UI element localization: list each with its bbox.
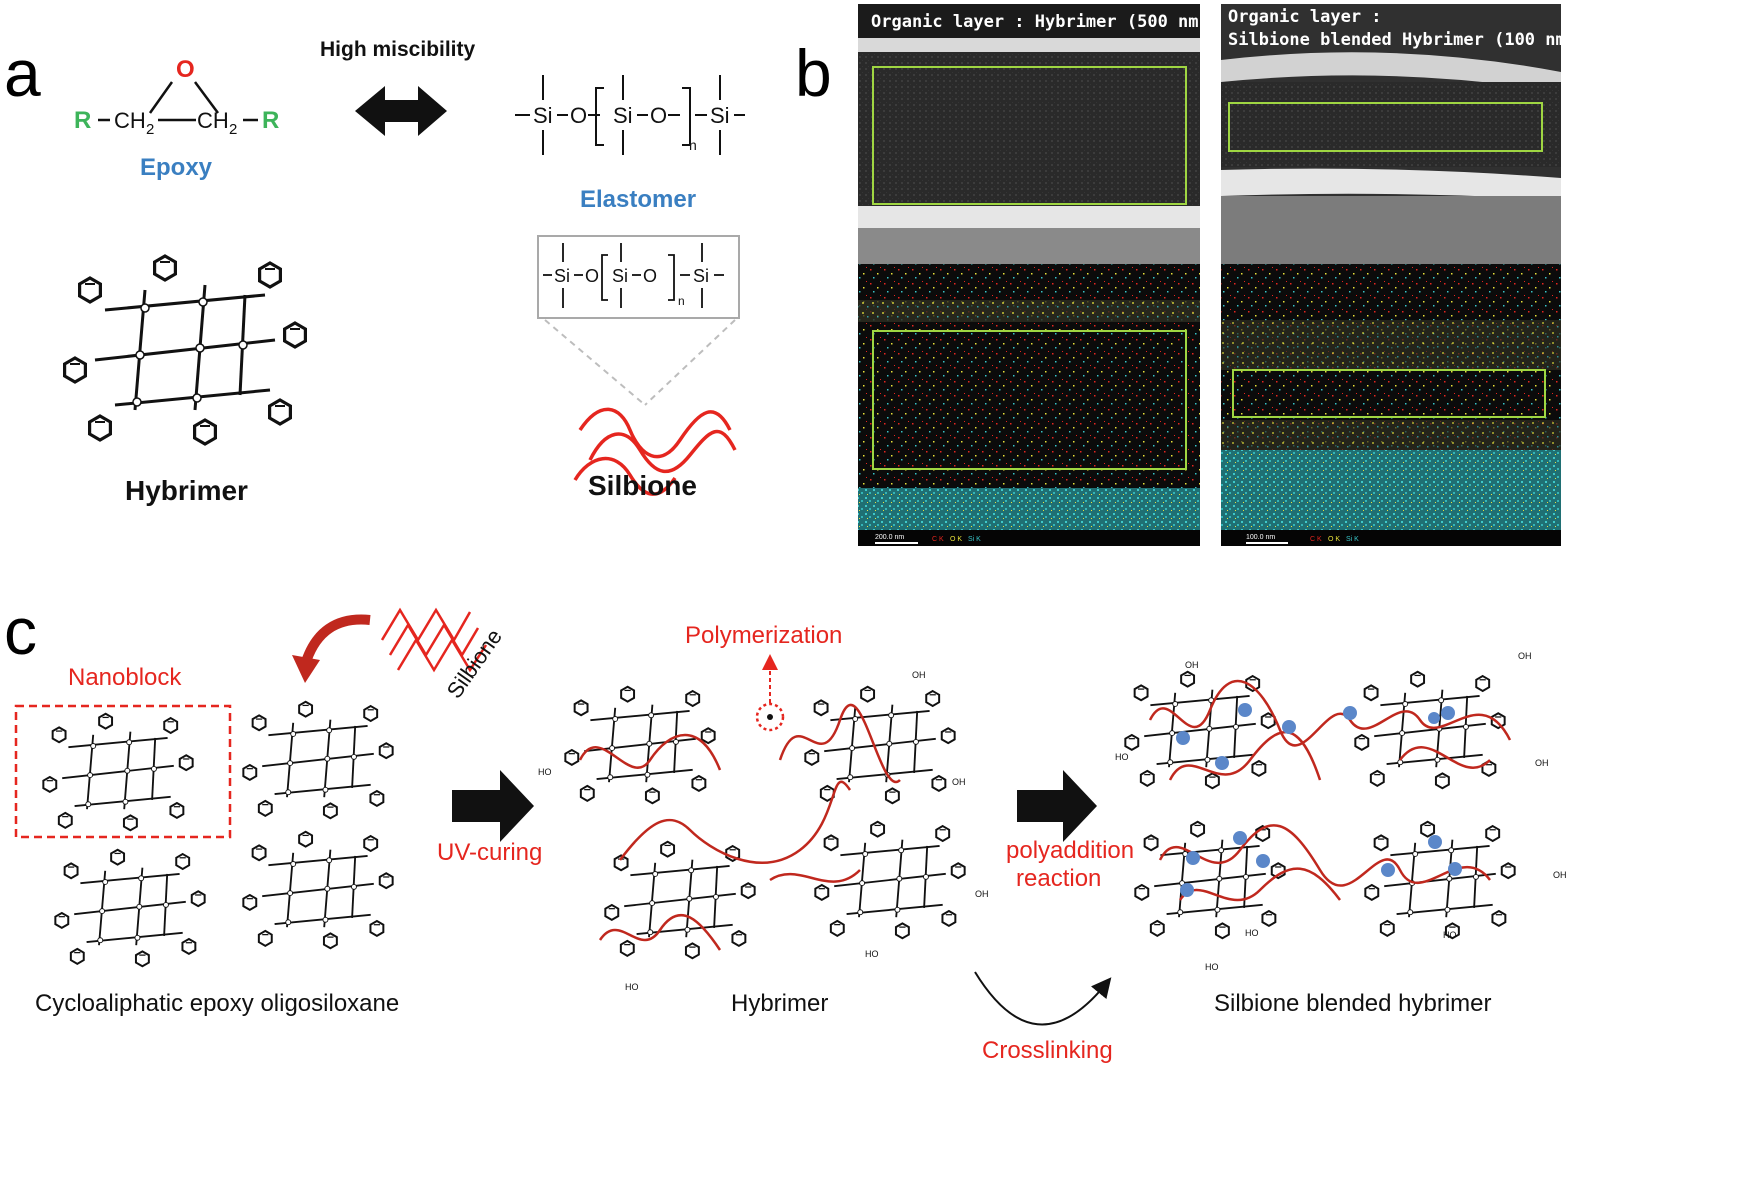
silbione-chains: [573, 407, 737, 496]
epoxy-ch2-left: CH: [114, 108, 146, 133]
zoom-line-left: [544, 319, 646, 406]
hybrimer-oh-2: OH: [952, 777, 966, 787]
inset-n: n: [678, 294, 685, 308]
oligosiloxane-network: [43, 702, 392, 967]
hybrimer-ho-2: HO: [865, 949, 879, 959]
nanoblock-label: Nanoblock: [68, 664, 182, 691]
polymerization-label: Polymerization: [685, 622, 842, 649]
silbione-curved-arrow-head: [292, 655, 320, 683]
double-arrow: [355, 86, 447, 136]
hybrimer-red-chains: [578, 703, 901, 951]
eds-map-left: 200.0 nm C K O K Si K: [858, 264, 1200, 546]
polymerization-site: [755, 702, 785, 732]
panel-label-a: a: [4, 36, 41, 110]
scalebar-left: 200.0 nm: [875, 534, 904, 541]
hybrimer-label-a: Hybrimer: [125, 475, 248, 506]
elastomer-label: Elastomer: [580, 186, 696, 213]
elastomer-si-3: Si: [710, 103, 730, 128]
elastomer-si-2: Si: [613, 103, 633, 128]
inset-si-3: Si: [693, 266, 709, 286]
crosslinking-label: Crosslinking: [982, 1037, 1113, 1064]
tem-image-left: Organic layer : Hybrimer (500 nm): [858, 4, 1209, 264]
panel-label-b: b: [795, 36, 832, 110]
polymerization-center: [767, 714, 773, 720]
caption-blended-hybrimer: Silbione blended hybrimer: [1214, 990, 1492, 1017]
inset-si-1: Si: [554, 266, 570, 286]
legend-c-right: C K: [1310, 536, 1322, 543]
epoxy-r-right: R: [262, 107, 279, 134]
epoxy-sub-right: 2: [229, 121, 237, 138]
elastomer-structure: Si O Si O n Si: [515, 75, 745, 155]
epoxy-oxygen: O: [176, 56, 195, 83]
blended-oh-2: OH: [1518, 651, 1532, 661]
legend-si-left: Si K: [968, 536, 981, 543]
inset-si-2: Si: [612, 266, 628, 286]
elastomer-o-2: O: [650, 103, 667, 128]
elastomer-si-1: Si: [533, 103, 553, 128]
epoxy-label: Epoxy: [140, 154, 213, 181]
blended-oh-4: OH: [1553, 870, 1567, 880]
hybrimer-network-a: [65, 256, 306, 444]
blended-ho-1: HO: [1115, 752, 1129, 762]
blended-ho-3: HO: [1205, 962, 1219, 972]
tem-title-left: Organic layer : Hybrimer (500 nm): [871, 12, 1209, 32]
hybrimer-oh-1: OH: [912, 670, 926, 680]
inset-o-1: O: [585, 266, 599, 286]
legend-c-left: C K: [932, 536, 944, 543]
uv-curing-label: UV-curing: [437, 839, 542, 866]
epoxy-sub-left: 2: [146, 121, 154, 138]
tem-image-right: Organic layer : Silbione blended Hybrime…: [1221, 4, 1576, 264]
silbione-curved-arrow: [300, 614, 371, 667]
polyaddition-label-1: polyaddition: [1006, 837, 1134, 864]
epoxy-r-left: R: [74, 107, 91, 134]
miscibility-label: High miscibility: [320, 38, 476, 61]
eds-map-right: 100.0 nm C K O K Si K: [1221, 264, 1561, 546]
blended-red-chains: [1148, 679, 1512, 902]
blended-ho-4: HO: [1443, 930, 1457, 940]
polyaddition-label-2: reaction: [1016, 865, 1101, 892]
epoxy-ch2-right: CH: [197, 108, 229, 133]
blended-oh-1: OH: [1185, 660, 1199, 670]
blended-ho-2: HO: [1245, 928, 1259, 938]
hybrimer-oh-3: OH: [975, 889, 989, 899]
silbione-label-a: Silbione: [588, 470, 697, 501]
scalebar-right: 100.0 nm: [1246, 534, 1275, 541]
panel-label-c: c: [4, 594, 37, 668]
inset-o-2: O: [643, 266, 657, 286]
crosslinking-arrow: [974, 971, 1112, 1026]
zoom-line-right: [644, 319, 736, 406]
blended-oh-3: OH: [1535, 758, 1549, 768]
elastomer-o-1: O: [570, 103, 587, 128]
hybrimer-ho-3: HO: [625, 982, 639, 992]
hybrimer-network-c: [565, 687, 964, 959]
caption-oligosiloxane: Cycloaliphatic epoxy oligosiloxane: [35, 990, 399, 1017]
uv-curing-arrow: [452, 770, 534, 842]
caption-hybrimer: Hybrimer: [731, 990, 828, 1017]
silbione-waves-c: [380, 607, 488, 673]
nanoblock-box: [14, 704, 232, 839]
legend-o-right: O K: [1328, 536, 1340, 543]
polyaddition-arrow: [1017, 770, 1097, 842]
elastomer-n: n: [689, 137, 697, 153]
silbione-inset-box: [537, 235, 740, 319]
hybrimer-ho-1: HO: [538, 767, 552, 777]
legend-si-right: Si K: [1346, 536, 1359, 543]
silbione-inset-structure: Si O Si O n Si: [543, 243, 724, 308]
tem-title-right-2: Silbione blended Hybrimer (100 nm): [1228, 30, 1576, 50]
legend-o-left: O K: [950, 536, 962, 543]
blended-network: [1125, 672, 1514, 939]
epoxy-structure: O R CH 2 CH 2 R: [74, 56, 279, 138]
tem-title-right-1: Organic layer :: [1228, 7, 1382, 27]
blended-crosslink-nodes: [1176, 703, 1462, 897]
